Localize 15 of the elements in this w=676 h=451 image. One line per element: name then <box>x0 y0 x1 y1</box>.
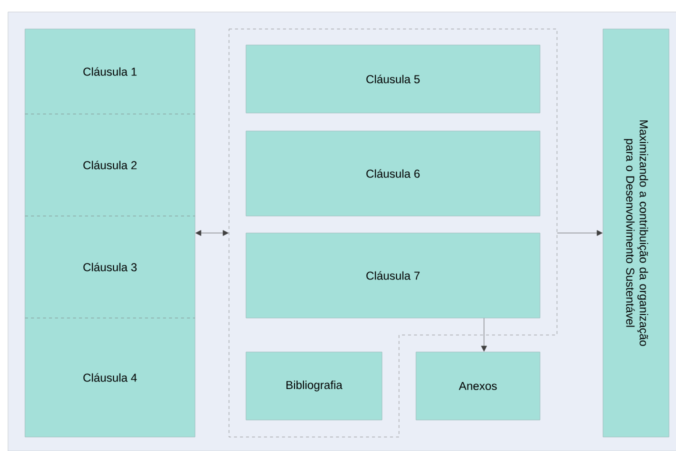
clause-box: Cláusula 6 <box>246 130 540 216</box>
clause-box: Cláusula 5 <box>246 44 540 114</box>
arrow <box>481 318 487 352</box>
clause-box: Anexos <box>416 352 540 420</box>
clause-cell: Cláusula 3 <box>83 262 137 272</box>
dashed-group-outline <box>228 28 558 438</box>
clause-box: Bibliografia <box>246 352 382 420</box>
clause-box: Cláusula 7 <box>246 232 540 318</box>
arrow <box>557 230 603 236</box>
column-box <box>24 28 196 438</box>
outcome-box: Maximizando a contribuição da organização para o Desenvolvimento Sustentável <box>602 28 670 438</box>
clause-cell: Cláusula 1 <box>83 67 137 76</box>
clause-cell: Cláusula 2 <box>83 160 137 170</box>
clause-cell: Cláusula 4 <box>83 373 137 382</box>
arrow <box>195 230 229 236</box>
